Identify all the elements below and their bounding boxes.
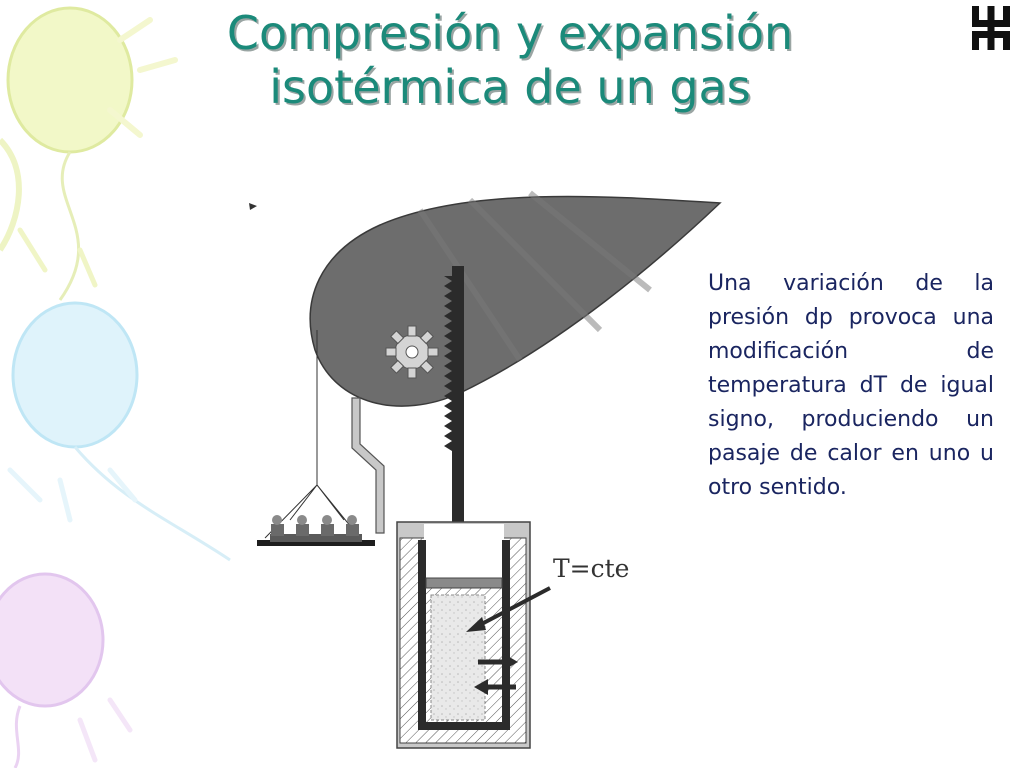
heat-flow-arrows <box>474 654 518 695</box>
piston <box>425 577 503 589</box>
title-line-2: isotérmica de un gas <box>269 60 751 114</box>
weight-hanger <box>257 330 375 546</box>
balloon-purple <box>0 572 133 768</box>
rack-bar <box>444 266 464 586</box>
small-marker <box>249 203 257 210</box>
temperature-label: T=cte <box>553 554 630 583</box>
title-line-1: Compresión y expansión <box>226 6 794 60</box>
label-pointer-arrow <box>466 586 551 632</box>
description-text: Una variación de la presión dp provoca u… <box>708 271 994 500</box>
gear-icon <box>385 325 439 379</box>
support-arm <box>351 397 385 534</box>
balloon-yellow <box>0 6 178 301</box>
gas-region <box>430 594 486 721</box>
utn-logo-icon <box>972 6 1010 50</box>
balloon-decoration <box>0 6 231 768</box>
slide-title: Compresión y expansión isotérmica de un … <box>130 6 890 114</box>
balloon-blue <box>7 301 231 562</box>
cam-lever <box>309 195 722 407</box>
